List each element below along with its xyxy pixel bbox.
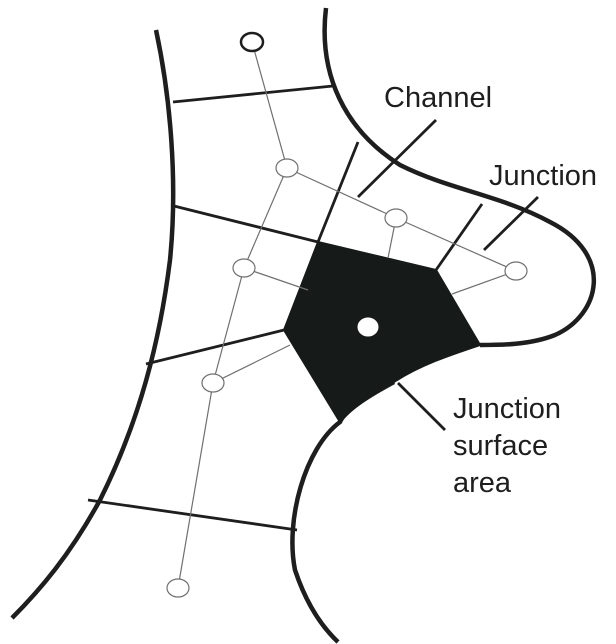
node-top — [239, 31, 265, 53]
junction-leader — [483, 196, 539, 251]
right-wall-upper — [322, 7, 596, 348]
network-nodes — [166, 31, 528, 598]
node-4 — [232, 258, 256, 278]
boundary-5 — [145, 328, 285, 366]
boundary-6 — [87, 498, 298, 532]
node-3 — [384, 208, 408, 228]
node-center — [357, 317, 379, 337]
junction-surface-label-line1: Junction — [453, 393, 561, 425]
junction-surface-label-line3: area — [453, 467, 512, 499]
channel-leader — [357, 119, 437, 198]
boundary-4 — [434, 203, 484, 271]
surface-leader — [397, 382, 446, 431]
junction-surface-label-line2: surface — [453, 430, 548, 462]
node-2 — [275, 158, 299, 178]
junction-label: Junction — [489, 160, 597, 192]
leader-lines — [357, 119, 539, 431]
boundary-1 — [172, 84, 334, 104]
channel-label: Channel — [384, 82, 492, 114]
node-6 — [201, 373, 225, 393]
node-7 — [166, 578, 190, 598]
node-5 — [504, 261, 528, 281]
junction-surface-area — [282, 240, 482, 424]
right-wall-lower — [290, 380, 396, 644]
left-wall — [10, 29, 176, 620]
boundary-3 — [173, 204, 319, 244]
